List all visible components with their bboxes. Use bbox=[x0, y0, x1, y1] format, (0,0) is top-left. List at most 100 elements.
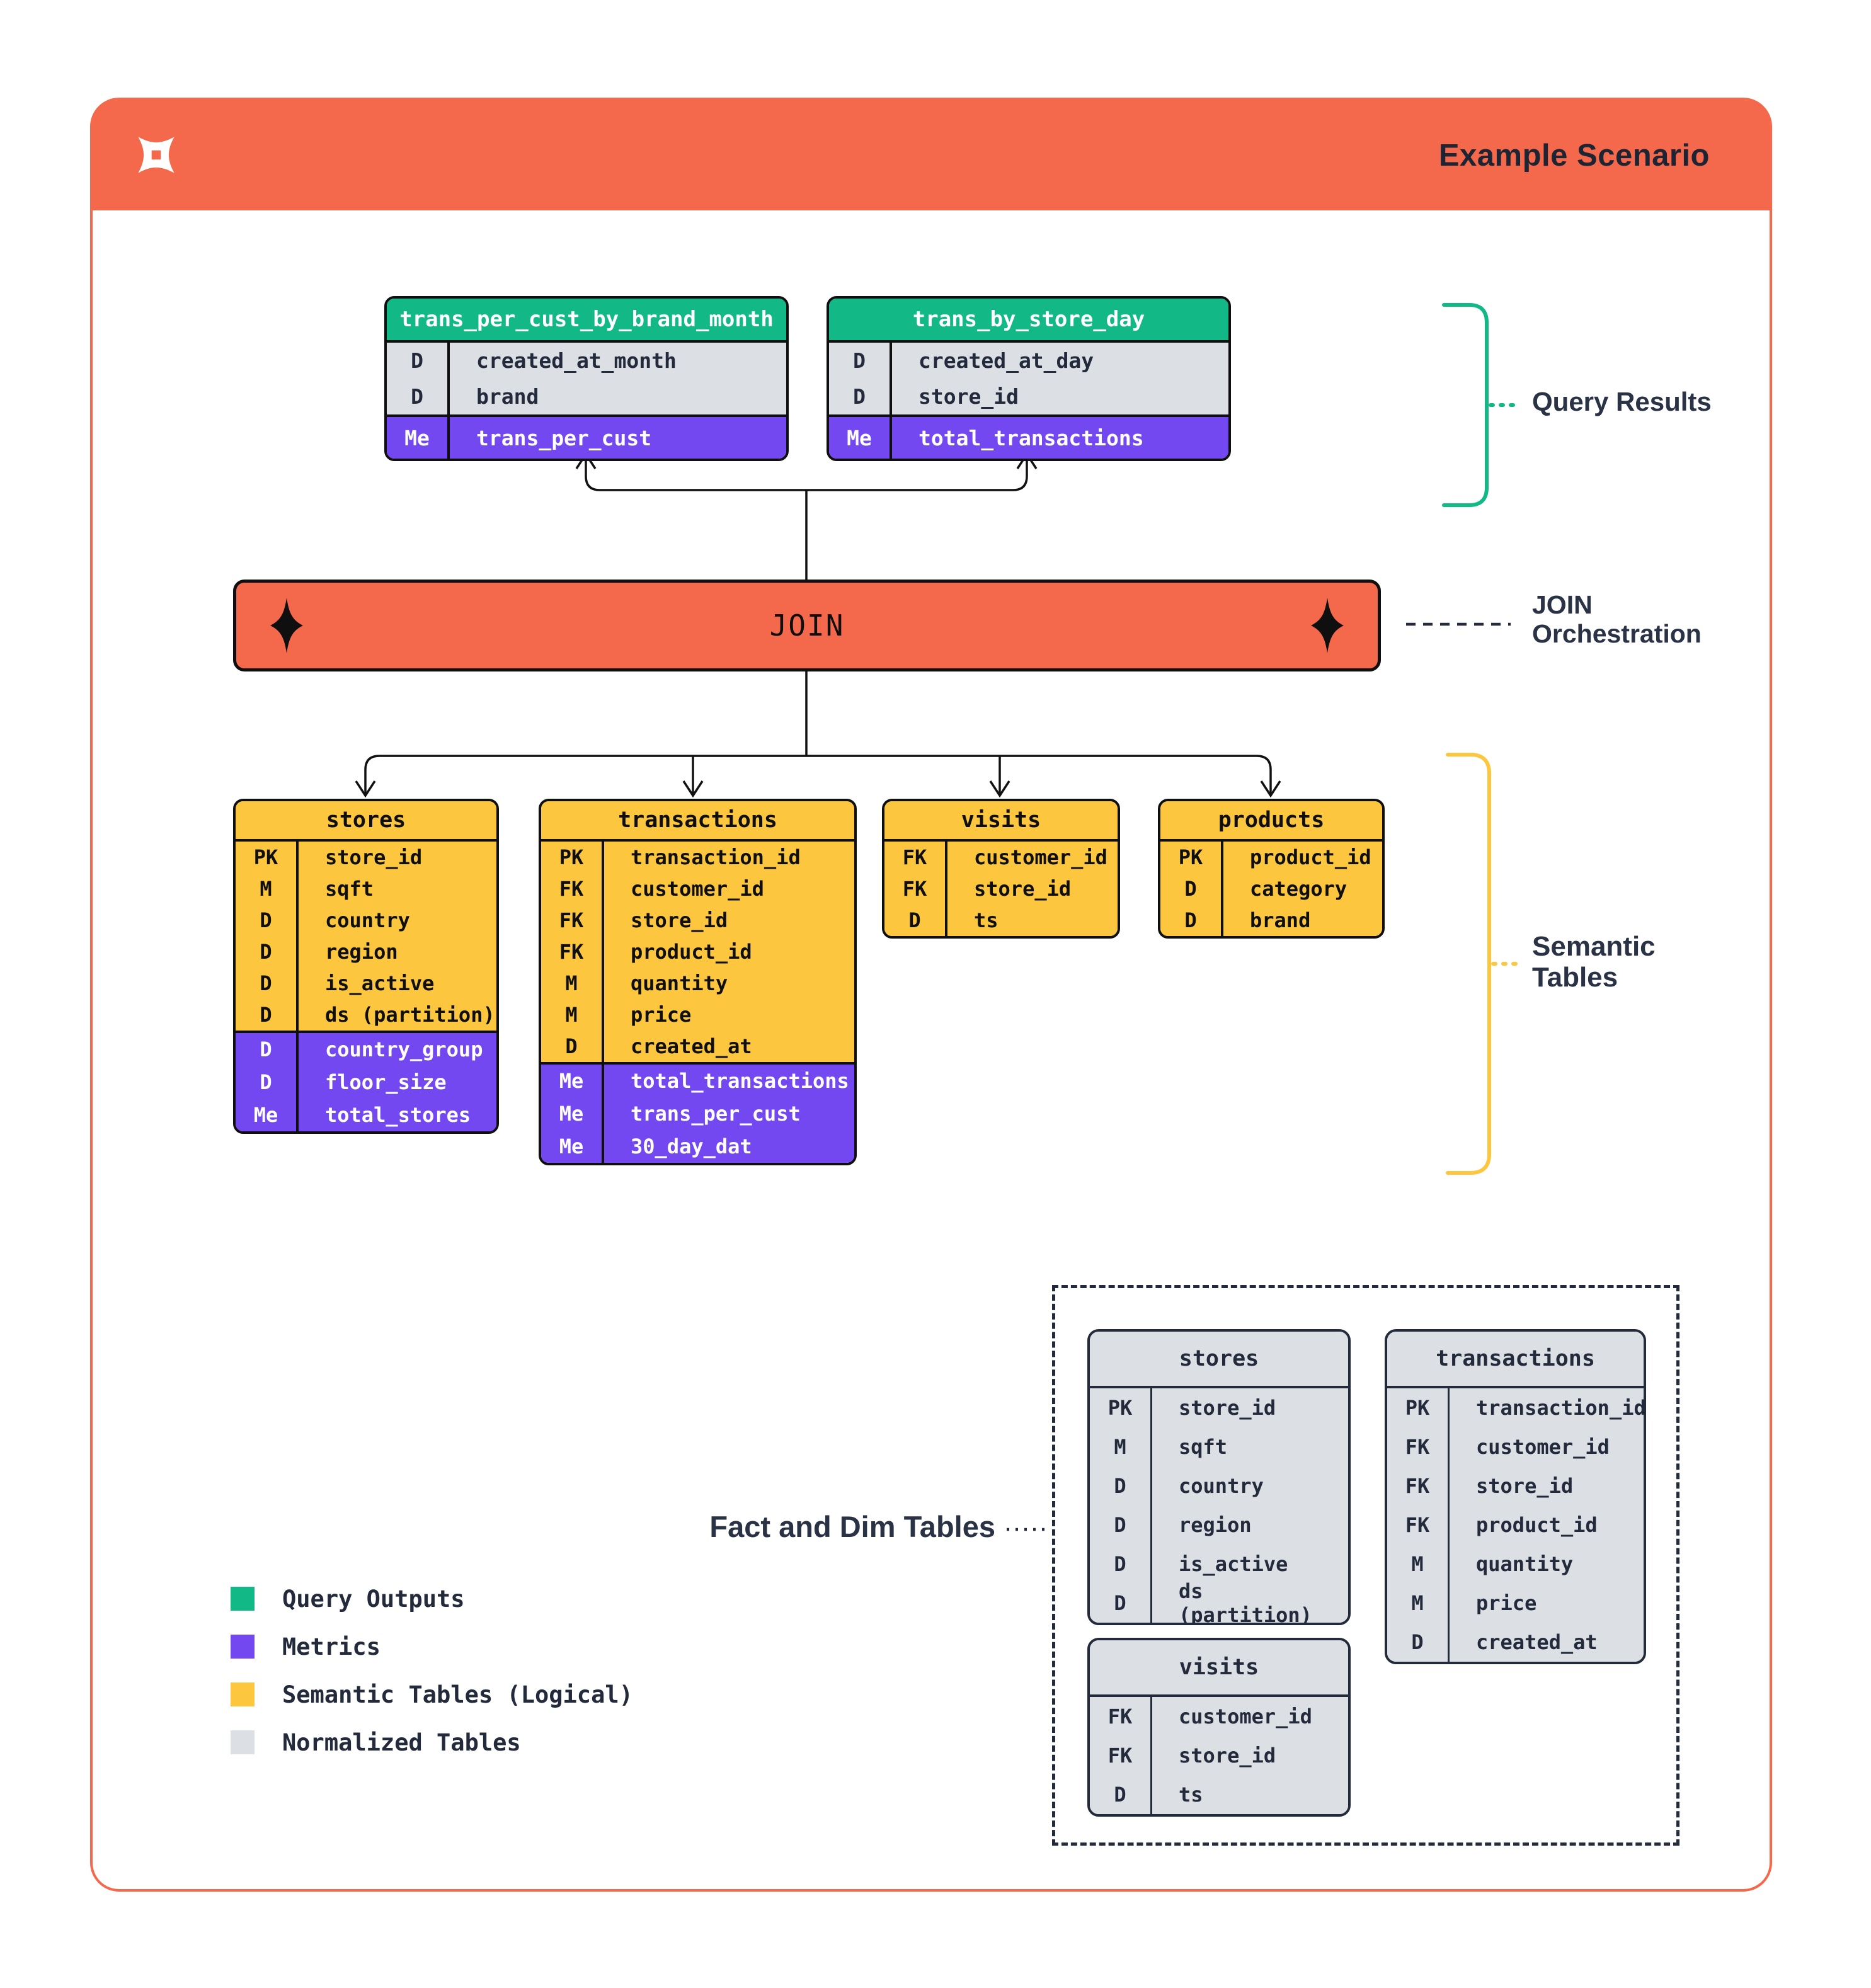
table-title: visits bbox=[884, 801, 1118, 842]
row-key-tag: Me bbox=[404, 425, 430, 450]
fact-and-dim-container bbox=[1052, 1285, 1679, 1846]
row-field-name: created_at bbox=[602, 1031, 854, 1062]
row-field-name: trans_per_cust bbox=[447, 417, 786, 459]
row-field-name: customer_id bbox=[1448, 1427, 1644, 1466]
row-field-name: product_id bbox=[1448, 1505, 1644, 1545]
row-key-tag: D bbox=[1184, 877, 1197, 901]
metrics-swatch bbox=[231, 1635, 255, 1659]
row-key-tag: D bbox=[260, 1037, 272, 1061]
row-field-name: brand bbox=[1221, 905, 1382, 936]
row-field-name: price bbox=[1448, 1584, 1644, 1623]
legend-item-normalized-tables: Normalized Tables bbox=[231, 1729, 633, 1756]
row-field-name: transaction_id bbox=[602, 842, 854, 873]
row-field-name: store_id bbox=[1150, 1736, 1348, 1775]
row-field-name: country bbox=[1150, 1466, 1348, 1505]
semantic-tables-annotation: Semantic Tables bbox=[1532, 931, 1656, 993]
row-field-name: brand bbox=[447, 379, 786, 414]
row-key-tag: D bbox=[411, 384, 423, 409]
fact-and-dim-annotation: Fact and Dim Tables bbox=[709, 1510, 995, 1543]
row-field-name: customer_id bbox=[602, 873, 854, 905]
table-title: stores bbox=[236, 801, 496, 842]
row-key-tag: PK bbox=[253, 845, 278, 869]
legend-item-query-outputs: Query Outputs bbox=[231, 1585, 633, 1613]
semantic-tables-swatch bbox=[231, 1682, 255, 1706]
row-field-name: price bbox=[602, 999, 854, 1031]
table-title: transactions bbox=[541, 801, 854, 842]
row-field-name: store_id bbox=[890, 379, 1228, 414]
row-field-name: customer_id bbox=[945, 842, 1118, 873]
table-row: Me 30_day_dat bbox=[541, 1130, 854, 1163]
card-header: Example Scenario bbox=[93, 100, 1770, 210]
join-orchestration-annotation: JOIN Orchestration bbox=[1532, 590, 1702, 649]
row-key-tag: PK bbox=[559, 845, 584, 869]
row-key-tag: D bbox=[853, 348, 866, 373]
row-key-tag: D bbox=[260, 940, 272, 964]
page-title: Example Scenario bbox=[1438, 138, 1710, 173]
row-field-name: ds (partition) bbox=[1150, 1579, 1348, 1623]
row-field-name: quantity bbox=[602, 968, 854, 999]
row-key-tag: FK bbox=[559, 908, 584, 932]
legend-item-metrics: Metrics bbox=[231, 1633, 633, 1660]
row-field-name: floor_size bbox=[296, 1066, 496, 1099]
row-field-name: product_id bbox=[602, 936, 854, 968]
row-field-name: store_id bbox=[945, 873, 1118, 905]
row-key-tag: Me bbox=[559, 1069, 584, 1093]
row-key-tag: FK bbox=[1405, 1435, 1430, 1459]
join-label: JOIN bbox=[769, 608, 845, 643]
row-field-name: product_id bbox=[1221, 842, 1382, 873]
row-key-tag: M bbox=[260, 877, 272, 901]
table-title: trans_by_store_day bbox=[829, 299, 1228, 343]
annotation-line: JOIN bbox=[1532, 590, 1593, 619]
row-field-name: quantity bbox=[1448, 1545, 1644, 1584]
legend-item-semantic-tables: Semantic Tables (Logical) bbox=[231, 1681, 633, 1708]
row-field-name: sqft bbox=[296, 873, 496, 905]
table-title: trans_per_cust_by_brand_month bbox=[387, 299, 786, 343]
row-key-tag: M bbox=[1114, 1435, 1126, 1459]
table-title: transactions bbox=[1387, 1332, 1644, 1388]
row-field-name: region bbox=[296, 936, 496, 968]
row-field-name: store_id bbox=[1150, 1388, 1348, 1427]
row-key-tag: Me bbox=[253, 1103, 278, 1127]
row-field-name: ts bbox=[1150, 1775, 1348, 1814]
pinwheel-star-logo-icon bbox=[138, 137, 175, 173]
row-field-name: ds (partition) bbox=[296, 999, 496, 1031]
row-field-name: is_active bbox=[296, 968, 496, 999]
row-key-tag: FK bbox=[1405, 1513, 1430, 1537]
legend: Query Outputs Metrics Semantic Tables (L… bbox=[231, 1585, 633, 1778]
table-row: PK store_id bbox=[1090, 1388, 1348, 1427]
row-field-name: total_stores bbox=[296, 1099, 496, 1131]
annotation-line: Orchestration bbox=[1532, 619, 1702, 648]
row-key-tag: PK bbox=[1107, 1396, 1133, 1420]
row-key-tag: D bbox=[853, 384, 866, 409]
row-field-name: ts bbox=[945, 905, 1118, 936]
row-field-name: 30_day_dat bbox=[602, 1130, 854, 1163]
row-key-tag: M bbox=[565, 971, 578, 995]
row-key-tag: Me bbox=[559, 1134, 584, 1158]
row-key-tag: D bbox=[1411, 1630, 1424, 1654]
table-row: PK transaction_id bbox=[541, 842, 854, 873]
